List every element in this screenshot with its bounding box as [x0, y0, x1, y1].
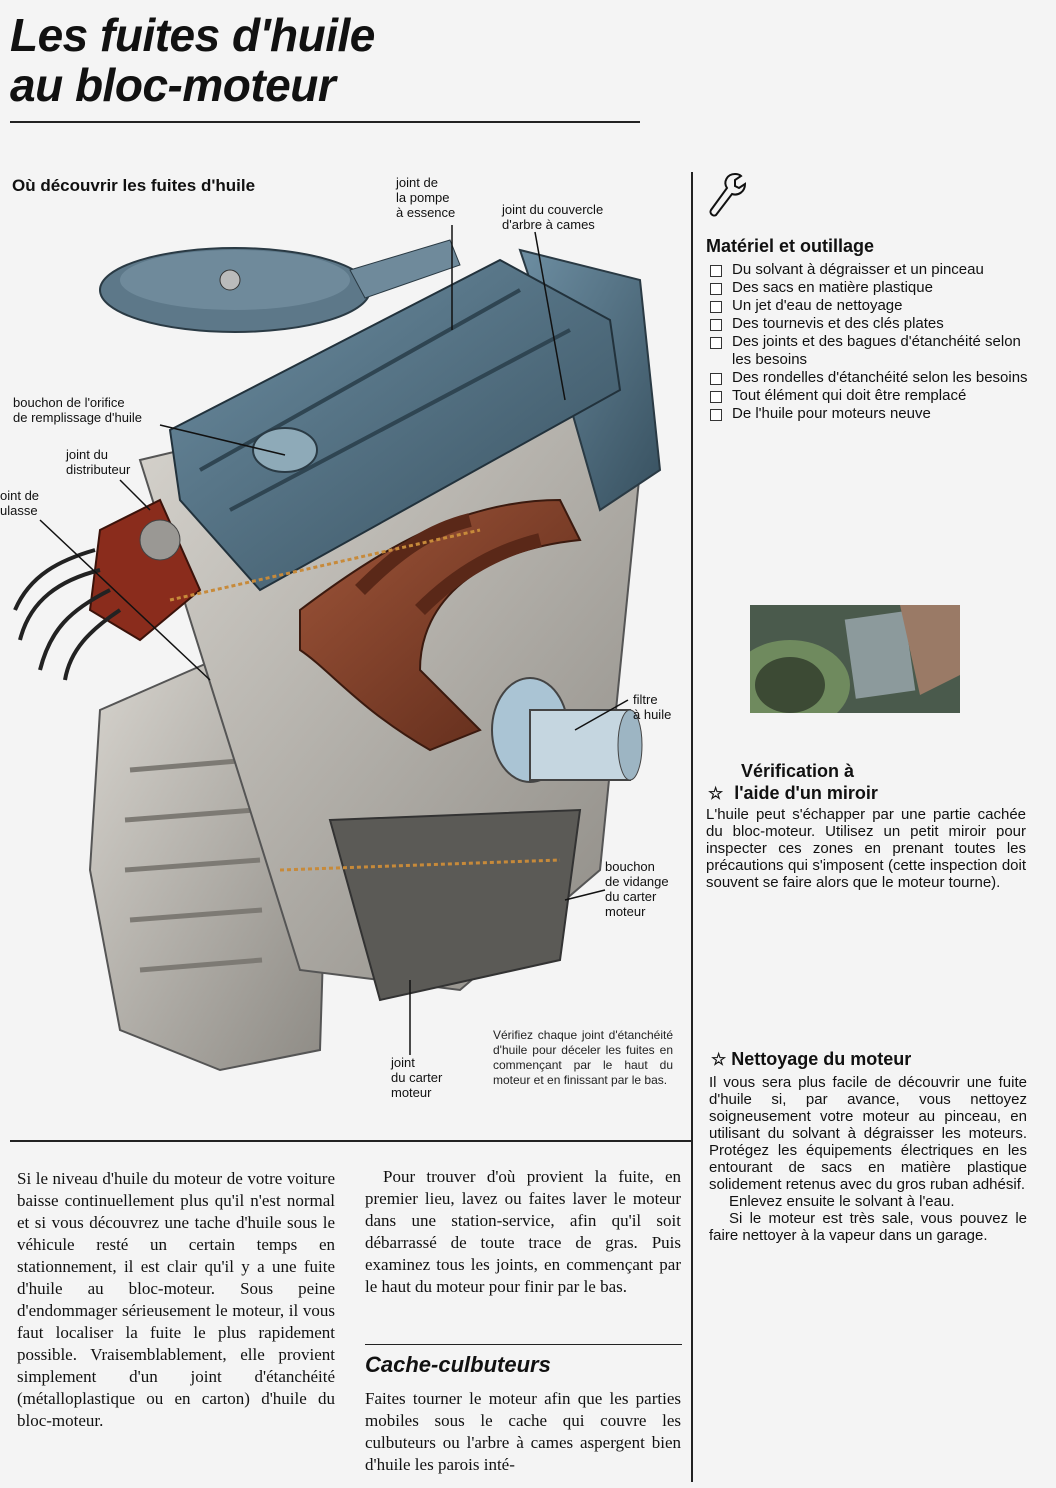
cam-cover: [168, 258, 622, 592]
mirror-text: L'huile peut s'échapper par une partie c…: [706, 806, 1026, 891]
tools-list: Du solvant à dégraisser et un pinceau De…: [706, 261, 1036, 423]
mirror-photo: [750, 605, 960, 713]
tools-heading: Matériel et outillage: [706, 236, 875, 256]
oil-pan: [328, 808, 582, 1002]
column-divider: [691, 172, 693, 1482]
body-column-1: Si le niveau d'huile du moteur de votre …: [17, 1169, 335, 1430]
section-rule: [365, 1344, 682, 1345]
body-column-2-cache: Faites tourner le moteur afin que les pa…: [365, 1389, 681, 1474]
title-rule: [10, 121, 640, 123]
checkbox[interactable]: [710, 265, 722, 277]
wrench-icon: [709, 172, 747, 217]
tools-list-item: Tout élément qui doit être remplacé: [706, 387, 1036, 405]
tools-list-item: Un jet d'eau de nettoyage: [706, 297, 1036, 315]
body-column-2-intro: Pour trouver d'où provient la fuite, en …: [365, 1167, 681, 1296]
label-distributor-gasket: joint du distributeur: [66, 447, 131, 477]
checkbox[interactable]: [710, 373, 722, 385]
label-oil-filler-cap: bouchon de l'orifice de remplissage d'hu…: [13, 395, 142, 425]
cleaning-text: Il vous sera plus facile de découvrir un…: [709, 1074, 1027, 1244]
checkbox[interactable]: [710, 337, 722, 349]
engine-illustration: [13, 225, 662, 1072]
star-icon: ☆: [711, 1050, 727, 1069]
tools-list-item: Du solvant à dégraisser et un pinceau: [706, 261, 1036, 279]
tools-list-item: Des rondelles d'étanchéité selon les bes…: [706, 369, 1036, 387]
checkbox[interactable]: [710, 283, 722, 295]
checkbox[interactable]: [710, 409, 722, 421]
star-icon: ☆: [708, 784, 724, 803]
diagram-bottom-rule: [10, 1140, 692, 1142]
diagram-heading: Où découvrir les fuites d'huile: [12, 176, 256, 195]
label-head-gasket: oint de ulasse: [0, 488, 40, 518]
label-drain-plug: bouchon de vidange du carter moteur: [605, 859, 669, 919]
tools-list-item: Des sacs en matière plastique: [706, 279, 1036, 297]
label-oil-filter: filtre à huile: [633, 692, 672, 722]
mirror-heading: Vérification à ☆ l'aide d'un miroir: [708, 761, 878, 803]
checkbox[interactable]: [710, 391, 722, 403]
checkbox[interactable]: [710, 301, 722, 313]
diagram-caption: Vérifiez chaque joint d'étanchéité d'hui…: [493, 1028, 673, 1087]
page-title: Les fuites d'huile au bloc-moteur: [10, 9, 375, 111]
checkbox[interactable]: [710, 319, 722, 331]
label-cam-cover-gasket: joint du couvercle d'arbre à cames: [502, 202, 604, 232]
tools-list-item: De l'huile pour moteurs neuve: [706, 405, 1036, 423]
oil-filler-cap: [252, 427, 318, 473]
cache-culbuteurs-heading: Cache-culbuteurs: [365, 1352, 551, 1377]
cleaning-heading: ☆ Nettoyage du moteur: [711, 1049, 912, 1069]
label-sump-gasket: joint du carter moteur: [391, 1055, 443, 1100]
tools-list-item: Des joints et des bagues d'étanchéité se…: [706, 333, 1036, 369]
oil-filter-canister: [491, 677, 643, 783]
tools-list-item: Des tournevis et des clés plates: [706, 315, 1036, 333]
label-fuel-pump-gasket: joint de la pompe à essence: [396, 175, 456, 220]
distributor: [13, 498, 202, 681]
